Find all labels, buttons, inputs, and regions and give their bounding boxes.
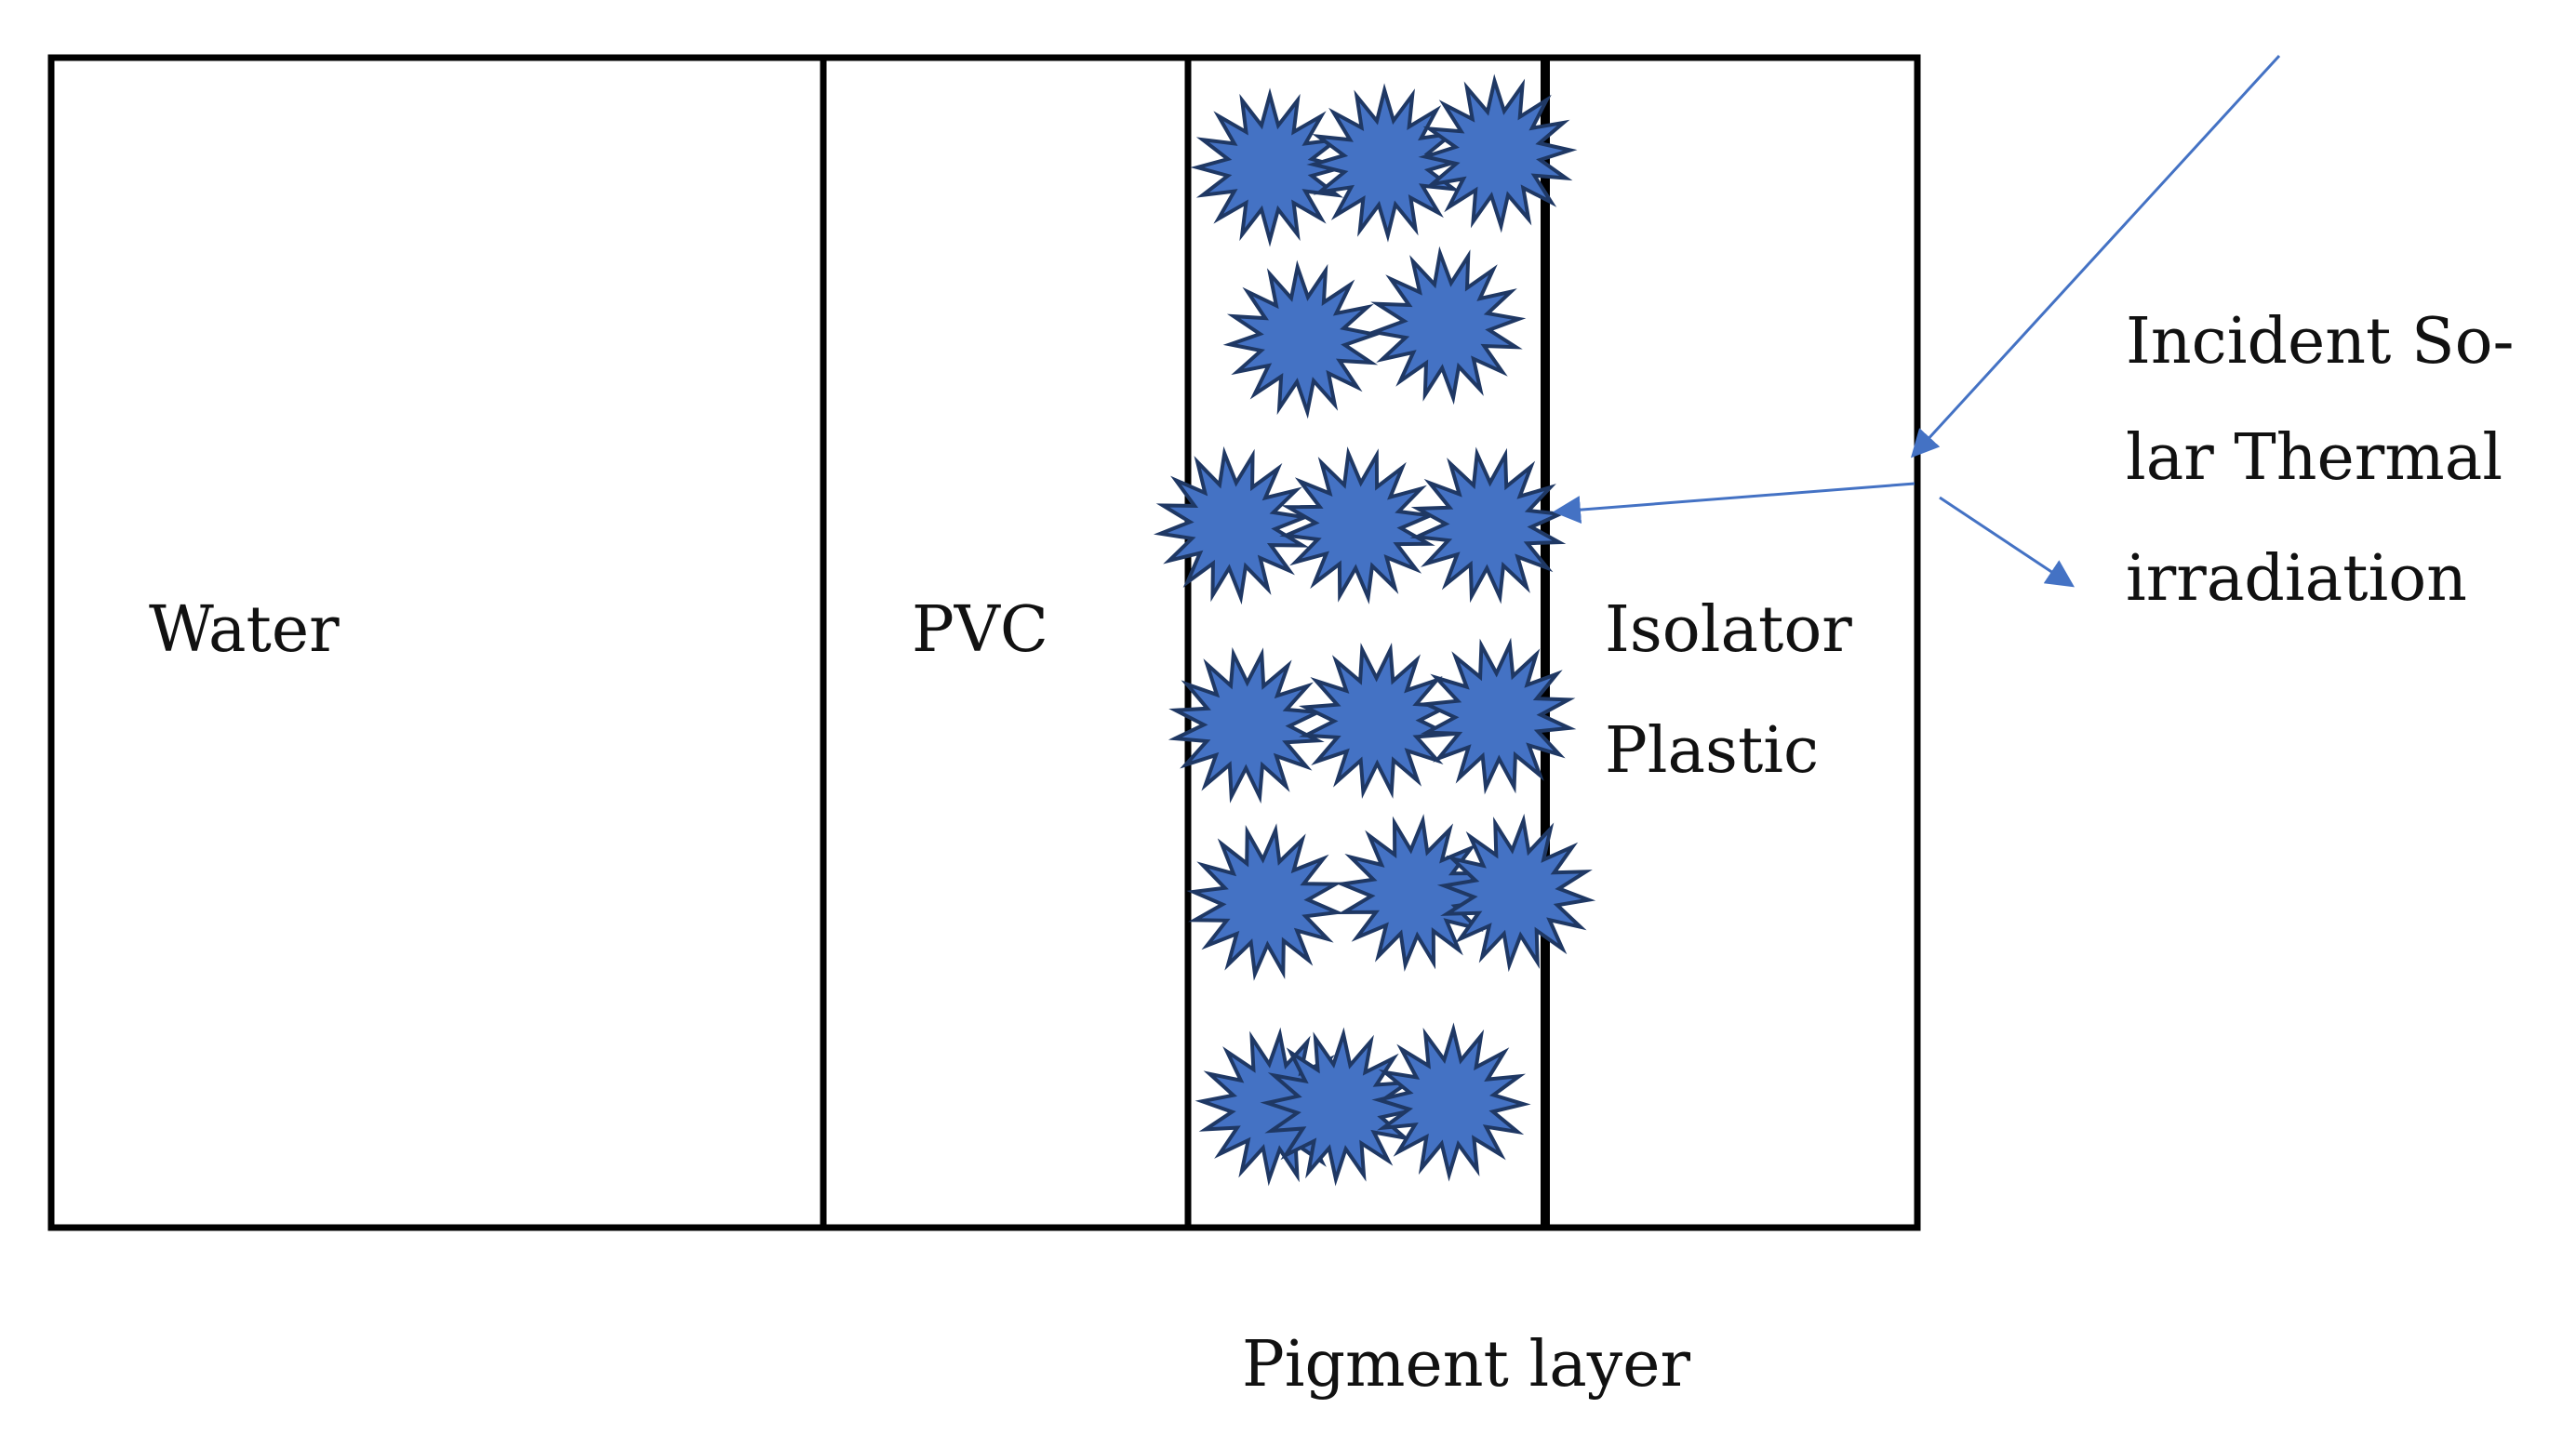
incident-label-line2: lar Thermal — [2126, 421, 2503, 495]
water-label: Water — [149, 593, 340, 667]
irradiation-arrows — [1553, 54, 2281, 588]
spiky-star-icon — [1335, 814, 1493, 972]
reflected-arrow — [1939, 496, 2075, 588]
spiky-star-icon — [1436, 813, 1596, 973]
isolator-label-line1: Isolator — [1605, 593, 1852, 667]
isolator-label-line2: Plastic — [1605, 714, 1819, 788]
spiky-star-icon — [1367, 246, 1527, 405]
spiky-star-icon — [1190, 87, 1350, 247]
spiky-star-icon — [1186, 823, 1344, 981]
incident-label-line1: Incident So- — [2126, 305, 2515, 379]
pigment-particles — [1153, 73, 1596, 1187]
spiky-star-icon — [1371, 1022, 1531, 1182]
absorbed-arrow — [1553, 482, 1915, 525]
pvc-label: PVC — [912, 593, 1048, 667]
spiky-star-icon — [1279, 446, 1437, 604]
incident-arrow — [1910, 54, 2281, 458]
pigment-layer-label: Pigment layer — [1242, 1328, 1690, 1402]
spiky-star-icon — [1168, 646, 1326, 804]
spiky-star-icon — [1306, 83, 1466, 243]
spiky-star-icon — [1419, 637, 1577, 795]
spiky-star-icon — [1222, 259, 1382, 419]
spiky-star-icon — [1153, 445, 1313, 605]
incident-label-line3: irradiation — [2126, 542, 2467, 616]
spiky-star-icon — [1298, 642, 1456, 800]
spiky-star-icon — [1418, 73, 1578, 233]
spiky-star-icon — [1409, 446, 1568, 604]
